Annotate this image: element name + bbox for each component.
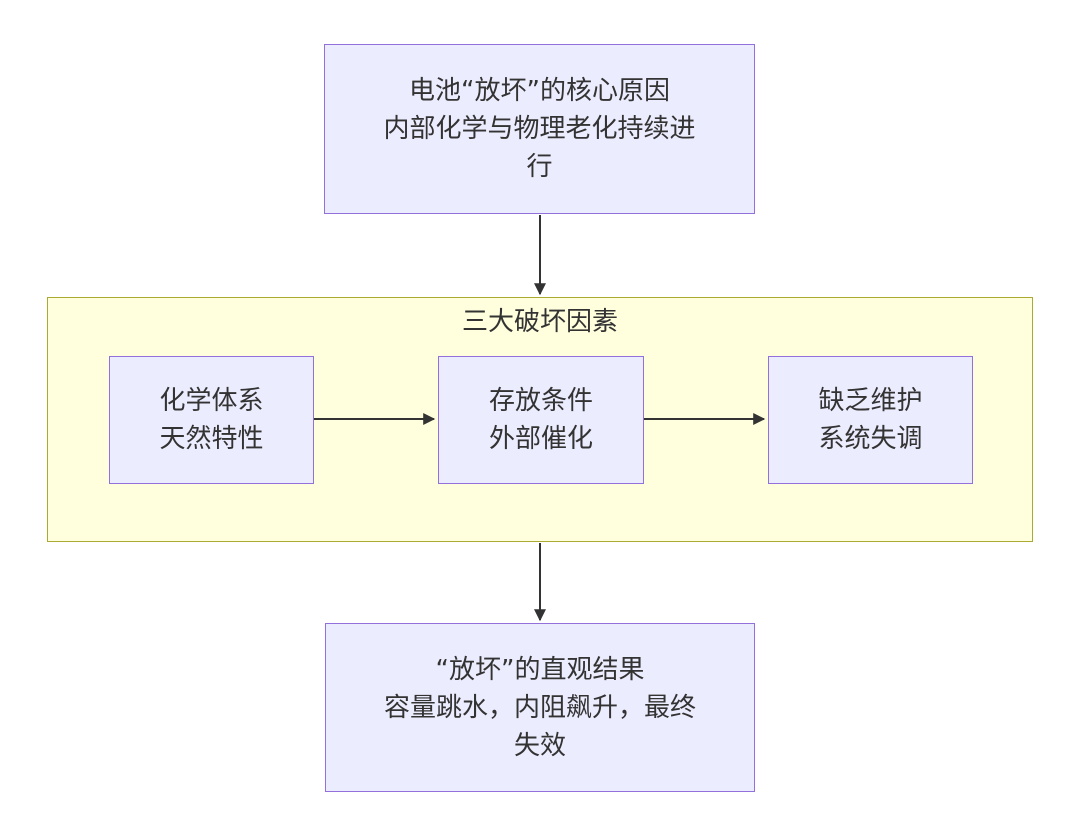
node-lack-of-maintenance-line1: 缺乏维护 [818,386,923,416]
node-core-cause-line1: 电池“放坏”的核心原因 [409,76,670,106]
node-chemical-system-line2: 天然特性 [159,424,264,454]
node-core-cause: 电池“放坏”的核心原因 内部化学与物理老化持续进行 [324,44,755,214]
node-lack-of-maintenance: 缺乏维护 系统失调 [768,356,973,484]
node-result-line2: 容量跳水，内阻飙升，最终失效 [383,692,696,761]
node-storage-conditions: 存放条件 外部催化 [438,356,644,484]
node-chemical-system: 化学体系 天然特性 [109,356,314,484]
node-storage-conditions-line1: 存放条件 [488,386,593,416]
node-chemical-system-line1: 化学体系 [159,386,264,416]
node-core-cause-line2: 内部化学与物理老化持续进行 [383,114,696,182]
node-result: “放坏”的直观结果 容量跳水，内阻飙升，最终失效 [325,623,755,792]
node-storage-conditions-line2: 外部催化 [488,424,593,454]
group-three-factors-label: 三大破坏因素 [461,307,618,337]
node-result-line1: “放坏”的直观结果 [435,654,645,685]
node-lack-of-maintenance-line2: 系统失调 [818,424,923,454]
group-three-factors: 三大破坏因素 化学体系 天然特性 存放条件 外部催化 缺乏维护 系统失调 [47,297,1033,542]
